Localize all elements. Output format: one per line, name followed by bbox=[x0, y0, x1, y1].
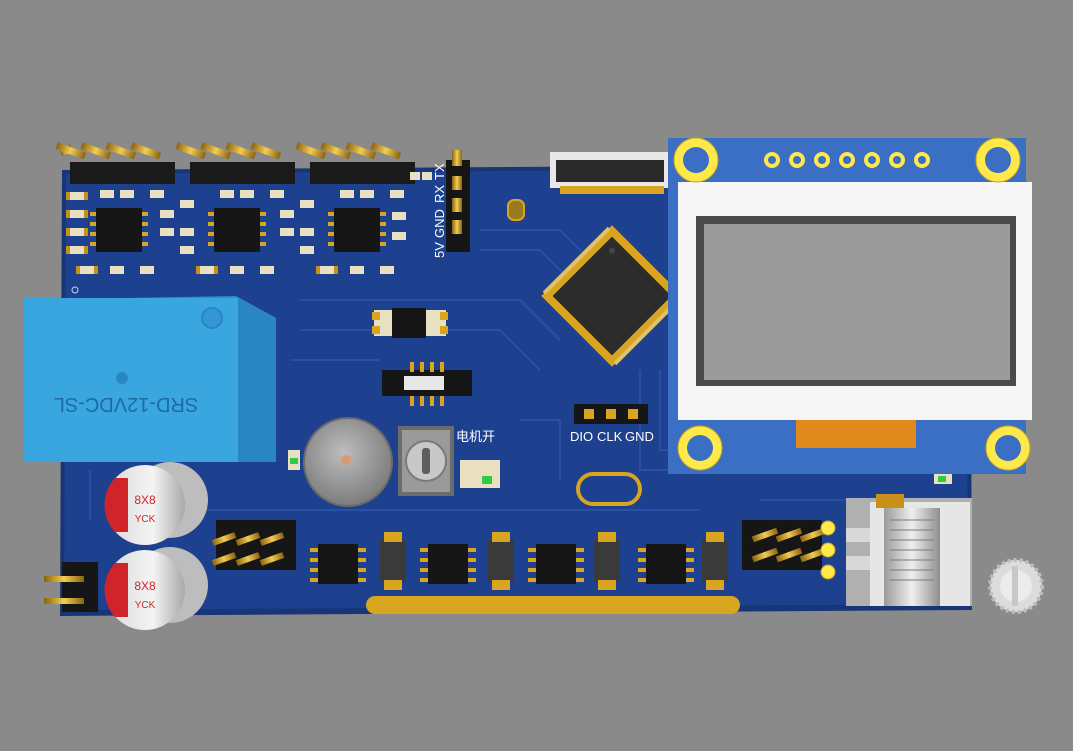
display-label-dio: DIO bbox=[570, 429, 593, 444]
display-label-gnd: GND bbox=[625, 429, 654, 444]
capacitor-top-brand: YCK bbox=[135, 514, 156, 525]
led-right bbox=[938, 476, 946, 482]
mcu-chip bbox=[541, 225, 683, 367]
output-ic-3 bbox=[536, 544, 576, 584]
pin-header-1 bbox=[55, 142, 175, 184]
relay-label: SRD-12VDC-SL bbox=[54, 393, 198, 415]
display-pin-header: DIO CLK GND bbox=[570, 404, 654, 444]
output-ic-2 bbox=[428, 544, 468, 584]
bottom-pin-header-left bbox=[211, 520, 296, 570]
capacitor-bottom-brand: YCK bbox=[135, 600, 156, 611]
output-ic-4 bbox=[646, 544, 686, 584]
output-ic-row bbox=[310, 532, 728, 590]
serial-pin-header: 5V GND RX TX bbox=[432, 150, 470, 258]
gold-bus-bar bbox=[366, 596, 740, 614]
bottom-pin-header-right bbox=[742, 520, 836, 580]
motor-switch-label: 电机开 bbox=[456, 429, 495, 444]
driver-ic-2 bbox=[214, 208, 260, 252]
driver-ic-1 bbox=[96, 208, 142, 252]
serial-label-tx: TX bbox=[432, 163, 447, 180]
serial-label-5v: 5V bbox=[432, 242, 447, 258]
relay: SRD-12VDC-SL bbox=[24, 296, 276, 462]
crystal-small bbox=[507, 199, 525, 221]
crystal-oscillator bbox=[576, 472, 642, 506]
driver-pin-headers bbox=[55, 142, 415, 184]
driver-chip-group bbox=[66, 190, 406, 274]
capacitor-top-size: 8X8 bbox=[134, 493, 156, 507]
led-left bbox=[290, 458, 298, 464]
rotary-encoder bbox=[846, 494, 1044, 614]
pin-header-2 bbox=[175, 142, 295, 184]
oled-module bbox=[668, 137, 1032, 474]
capacitor-bottom: 8X8 YCK bbox=[104, 547, 208, 630]
buzzer bbox=[303, 417, 393, 507]
pin-header-3 bbox=[295, 142, 415, 184]
motor-toggle-switch: 电机开 bbox=[398, 426, 495, 496]
capacitor-bottom-size: 8X8 bbox=[134, 579, 156, 593]
small-ic bbox=[372, 308, 448, 338]
slide-switch bbox=[382, 362, 472, 406]
display-label-clk: CLK bbox=[597, 429, 623, 444]
led-center bbox=[482, 476, 492, 484]
driver-ic-3 bbox=[334, 208, 380, 252]
serial-label-gnd: GND bbox=[432, 209, 447, 238]
capacitor-top: 8X8 YCK bbox=[104, 462, 208, 545]
output-ic-1 bbox=[318, 544, 358, 584]
serial-label-rx: RX bbox=[432, 185, 447, 203]
fpc-connector bbox=[550, 152, 670, 194]
power-pin-header bbox=[44, 562, 98, 612]
